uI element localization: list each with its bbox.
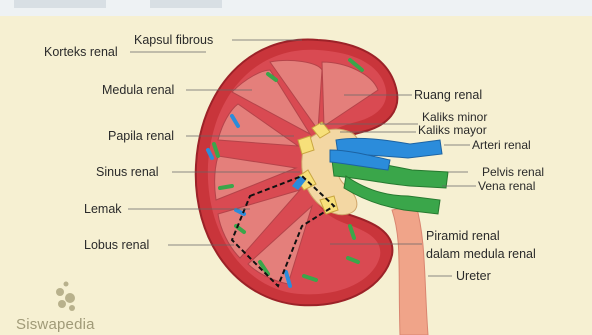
label-medula-renal: Medula renal bbox=[102, 83, 174, 97]
label-piramid-renal: Piramid renal bbox=[426, 229, 500, 243]
ureter-tube bbox=[392, 205, 428, 335]
label-piramid-renal-sub: dalam medula renal bbox=[426, 247, 536, 261]
label-korteks-renal: Korteks renal bbox=[44, 45, 118, 59]
label-kaliks-mayor: Kaliks mayor bbox=[418, 123, 487, 137]
label-ureter: Ureter bbox=[456, 269, 491, 283]
vessel bbox=[220, 186, 232, 188]
label-kaliks-minor: Kaliks minor bbox=[422, 110, 487, 124]
label-vena-renal: Vena renal bbox=[478, 179, 535, 193]
label-kapsul-fibrous: Kapsul fibrous bbox=[134, 33, 213, 47]
label-lobus-renal: Lobus renal bbox=[84, 238, 149, 252]
label-ruang-renal: Ruang renal bbox=[414, 88, 482, 102]
label-sinus-renal: Sinus renal bbox=[96, 165, 159, 179]
label-arteri-renal: Arteri renal bbox=[472, 138, 531, 152]
label-lemak: Lemak bbox=[84, 202, 122, 216]
banner-text-fragment bbox=[14, 0, 106, 8]
brand-logo-icon bbox=[56, 282, 75, 312]
banner-text-fragment bbox=[150, 0, 222, 8]
label-papila-renal: Papila renal bbox=[108, 129, 174, 143]
label-pelvis-renal: Pelvis renal bbox=[482, 165, 544, 179]
brand-name: Siswapedia bbox=[16, 316, 95, 333]
